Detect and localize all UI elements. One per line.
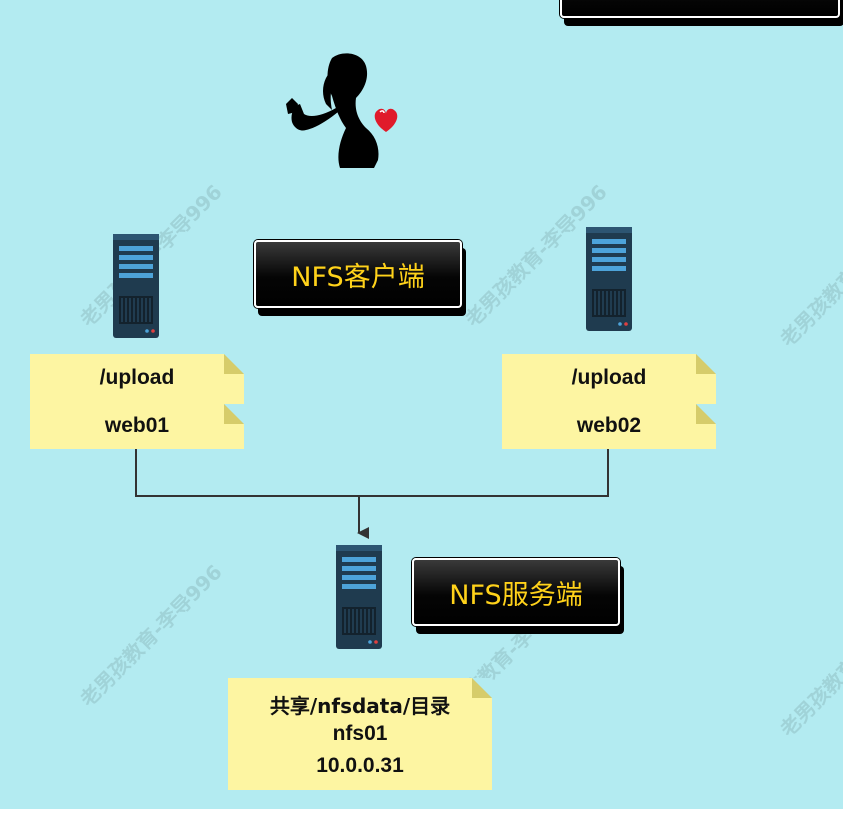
server-tower-icon — [586, 227, 632, 331]
nfs-server-note: 共享/nfsdata/目录 nfs01 10.0.0.31 — [228, 678, 492, 790]
nfs-ip: 10.0.0.31 — [316, 754, 404, 777]
server-tower-icon — [336, 545, 382, 649]
web02-path: /upload — [571, 366, 647, 389]
top-right-label — [560, 0, 844, 26]
bottom-edge — [0, 809, 847, 813]
web02-note: /upload web02 — [502, 354, 716, 449]
nfs-client-label: NFS客户端 — [254, 240, 466, 316]
server-tower-icon — [113, 234, 159, 338]
right-edge — [843, 0, 847, 813]
connector-web-line — [135, 449, 609, 497]
nfs-host: nfs01 — [332, 722, 388, 745]
web01-host: web01 — [104, 414, 170, 437]
nfs-server-label-text: NFS服务端 — [412, 558, 620, 626]
nfs-share-path: 共享/nfsdata/目录 — [269, 694, 451, 718]
web01-path: /upload — [99, 366, 175, 389]
web02-host: web02 — [576, 414, 642, 437]
web01-note: /upload web01 — [30, 354, 244, 449]
heart-icon — [374, 108, 398, 132]
nfs-client-label-text: NFS客户端 — [254, 240, 462, 308]
nfs-server-label: NFS服务端 — [412, 558, 624, 634]
